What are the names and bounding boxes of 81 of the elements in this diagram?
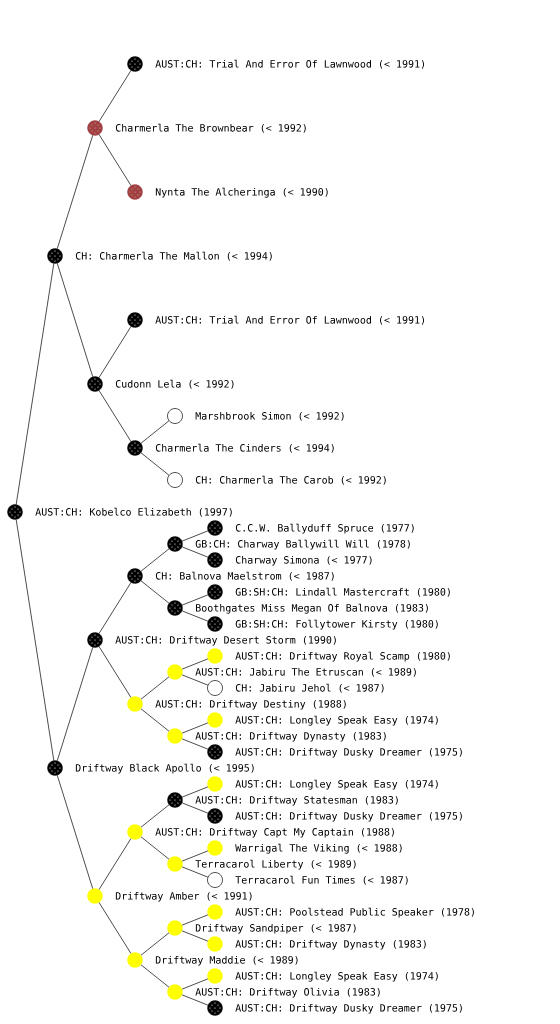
connector-line (181, 722, 209, 734)
name-label: AUST:CH: Kobelco Elizabeth (1997) (35, 507, 232, 517)
name-label: GB:SH:CH: Follytower Kirsty (1980) (235, 619, 438, 630)
connector-line (181, 866, 209, 878)
name-label: AUST:CH: Driftway Dynasty (1983) (235, 939, 426, 950)
name-label: AUST:CH: Driftway Dynasty (1983) (195, 731, 386, 742)
connector-line (140, 804, 170, 828)
connector-line (140, 932, 170, 956)
name-label: AUST:CH: Longley Speak Easy (1974) (235, 715, 438, 726)
connector-line (140, 836, 170, 860)
connector-line (98, 390, 132, 442)
name-label: CH: Balnova Maelstrom (< 1987) (155, 571, 334, 581)
connector-line (140, 452, 170, 476)
name-label: AUST:CH: Longley Speak Easy (1974) (235, 779, 438, 790)
connector-line (181, 978, 209, 990)
connector-line (56, 263, 94, 377)
connector-line (98, 134, 132, 186)
connector-line (181, 738, 209, 750)
name-label: AUST:CH: Trial And Error Of Lawnwood (< 1991) (155, 315, 424, 325)
name-label: AUST:CH: Driftway Olivia (1983) (195, 987, 380, 998)
name-label: AUST:CH: Driftway Desert Storm (1990) (115, 635, 336, 646)
connector-line (181, 786, 209, 798)
name-label: Driftway Amber (< 1991) (115, 891, 252, 902)
name-label: Terracarol Fun Times (< 1987) (235, 875, 408, 885)
name-label: Charway Simona (< 1977) (235, 555, 372, 566)
connector-line (98, 838, 132, 890)
name-label: AUST:CH: Driftway Capt My Captain (1988) (155, 827, 394, 838)
connector-line (15, 263, 55, 505)
name-label: C.C.W. Ballyduff Spruce (1977) (235, 523, 414, 534)
name-label: AUST:CH: Driftway Statesman (1983) (195, 795, 398, 806)
name-label: AUST:CH: Driftway Destiny (1988) (155, 699, 346, 710)
name-label: AUST:CH: Driftway Dusky Dreamer (1975) (235, 1003, 462, 1014)
name-label: AUST:CH: Trial And Error Of Lawnwood (< 1991) (155, 59, 424, 69)
connector-line (98, 70, 132, 122)
connector-line (56, 647, 94, 761)
connector-line (181, 530, 209, 542)
connector-line (15, 519, 55, 761)
name-label: AUST:CH: Poolstead Public Speaker (1978) (235, 907, 474, 918)
name-label: CH: Charmerla The Carob (< 1992) (195, 475, 386, 485)
name-label: AUST:CH: Driftway Dusky Dreamer (1975) (235, 811, 462, 822)
connector-line (140, 420, 170, 444)
connector-line (140, 708, 170, 732)
name-label: Charmerla The Brownbear (< 1992) (115, 123, 306, 133)
name-label: Driftway Black Apollo (< 1995) (75, 763, 254, 774)
name-label: AUST:CH: Jabiru The Etruscan (< 1989) (195, 667, 416, 677)
connector-line (140, 676, 170, 700)
connector-line (140, 548, 170, 572)
name-label: Warrigal The Viking (< 1988) (235, 843, 402, 854)
name-label: Charmerla The Cinders (< 1994) (155, 443, 334, 453)
name-label: Boothgates Miss Megan Of Balnova (1983) (196, 603, 428, 614)
connector-line (98, 326, 132, 378)
name-label: Driftway Sandpiper (< 1987) (195, 923, 356, 934)
connector-line (98, 646, 132, 698)
connector-line (181, 674, 209, 686)
name-label: CH: Charmerla The Mallon (< 1994) (75, 251, 272, 261)
connector-line (181, 930, 209, 942)
name-label: GB:CH: Charway Ballywill Will (1978) (195, 539, 410, 550)
name-label: Cudonn Lela (< 1992) (115, 379, 234, 389)
name-label: AUST:CH: Longley Speak Easy (1974) (235, 971, 438, 982)
name-label: GB:SH:CH: Lindall Mastercraft (1980) (235, 587, 450, 597)
connector-line (56, 135, 94, 249)
connector-line (181, 802, 209, 814)
name-label: Terracarol Liberty (< 1989) (195, 859, 356, 870)
connector-line (181, 658, 209, 670)
connector-line (181, 594, 209, 606)
connector-line (140, 580, 170, 604)
connector-line (98, 582, 132, 634)
name-label: Driftway Maddie (< 1989) (155, 955, 298, 966)
connector-line (181, 914, 209, 926)
name-label: Nynta The Alcheringa (< 1990) (155, 187, 328, 198)
connector-line (140, 964, 170, 988)
connector-line (181, 610, 209, 622)
connector-line (181, 546, 209, 558)
connector-line (56, 775, 94, 889)
name-label: Marshbrook Simon (< 1992) (195, 411, 344, 421)
name-label: AUST:CH: Driftway Royal Scamp (1980) (235, 651, 450, 662)
connector-line (98, 902, 132, 954)
connector-line (181, 850, 209, 862)
name-label: CH: Jabiru Jehol (< 1987) (235, 683, 384, 693)
name-label: AUST:CH: Driftway Dusky Dreamer (1975) (235, 747, 462, 758)
connector-line (181, 994, 209, 1006)
